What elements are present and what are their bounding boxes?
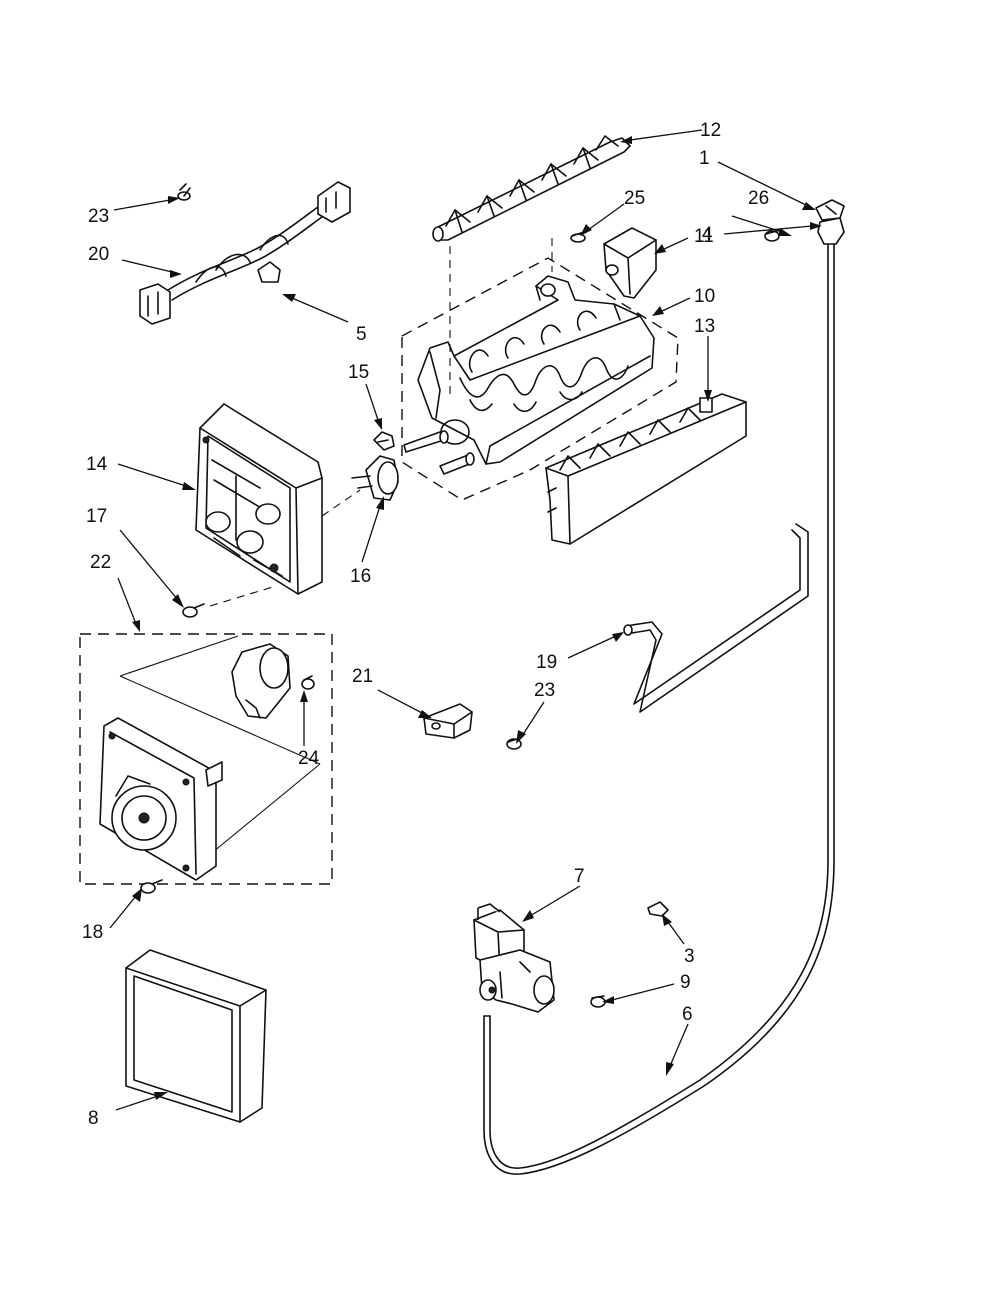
callout-labels: 1 3 4 5 6 7 8 9 10 11 12 13 14 15 16 17 … [82,120,769,1129]
callout-8: 8 [88,1108,99,1129]
callout-24: 24 [298,748,320,769]
part-16-plug [351,455,399,501]
callout-23-top: 23 [88,206,109,227]
callout-7: 7 [574,866,585,887]
part-8-pad [125,949,267,1123]
screws [140,183,781,1008]
screw-18 [140,879,163,894]
part-22-module [79,633,333,885]
callout-12: 12 [700,120,721,141]
assembly-lines [209,238,553,607]
callout-14: 14 [86,454,108,475]
callout-13: 13 [694,316,715,337]
callout-5: 5 [356,324,367,345]
callout-1: 1 [699,148,710,169]
callout-16: 16 [350,566,371,587]
part-14-housing [195,403,323,595]
part-10-ice-mold [401,257,679,501]
screw-17 [182,603,205,618]
callout-17: 17 [86,506,107,527]
screw-24 [301,675,315,690]
callout-6: 6 [682,1004,693,1025]
callout-23-mid: 23 [534,680,555,701]
callout-18: 18 [82,922,103,943]
part-11-fill-cup [603,227,657,299]
part-20-wire-harness [139,181,351,325]
screw-9 [590,995,606,1008]
water-line [483,199,845,1175]
callout-15: 15 [348,362,369,383]
screw-26 [764,229,781,242]
callout-10: 10 [694,286,715,307]
screw-25 [570,231,586,243]
part-15-clip [373,431,395,451]
callout-19: 19 [536,652,557,673]
callout-25: 25 [624,188,645,209]
leader-lines [109,129,822,1111]
part-3-clip [647,901,669,917]
part-12-ejector [432,135,631,242]
part-13-front-cover [545,393,747,545]
part-21-bracket [423,703,473,739]
callout-11: 11 [694,226,714,247]
callout-4: 4 [702,224,713,245]
callout-3: 3 [684,946,695,967]
callout-9: 9 [680,972,691,993]
callout-22: 22 [90,552,111,573]
screw-23-top [177,183,191,201]
callout-20: 20 [88,244,109,265]
part-19-fill-tube [623,523,809,713]
callout-26: 26 [748,188,769,209]
part-7-water-valve [473,903,555,1013]
callout-21: 21 [352,666,373,687]
